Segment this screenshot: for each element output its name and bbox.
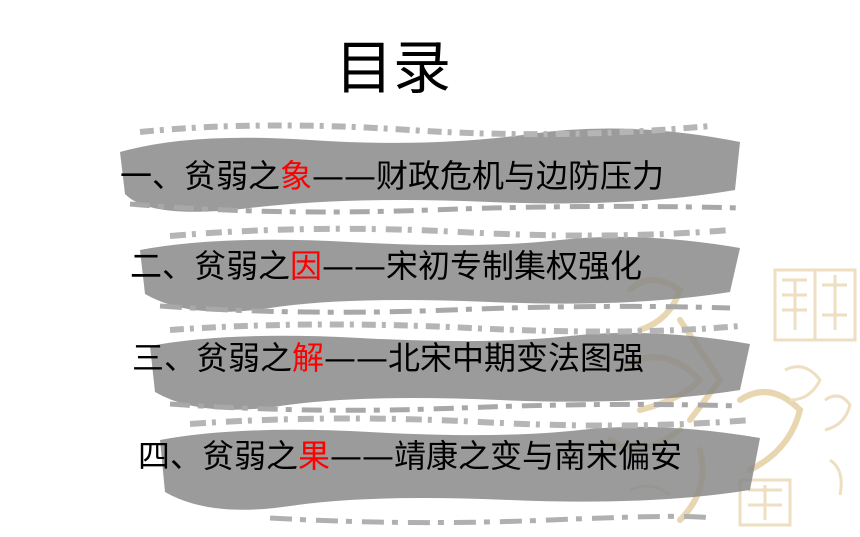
toc-item-4: 四、贫弱之果——靖康之变与南宋偏安 — [138, 436, 682, 476]
toc-item-3: 三、贫弱之解——北宋中期变法图强 — [132, 338, 644, 378]
toc-item-suffix: 财政危机与边防压力 — [376, 157, 665, 195]
toc-item-highlight: 解 — [292, 339, 325, 377]
toc-item-prefix: 二、贫弱之 — [130, 247, 291, 285]
toc-item-suffix: 宋初专制集权强化 — [386, 247, 643, 285]
toc-item-prefix: 三、贫弱之 — [132, 339, 293, 377]
brush-stroke-4 — [160, 415, 760, 526]
toc-item-prefix: 一、贫弱之 — [120, 157, 281, 195]
toc-item-dash: —— — [330, 437, 395, 475]
brush-stroke-1 — [120, 122, 741, 215]
toc-item-1: 一、贫弱之象——财政危机与边防压力 — [120, 156, 664, 196]
toc-item-dash: —— — [312, 157, 377, 195]
toc-item-suffix: 北宋中期变法图强 — [388, 339, 645, 377]
toc-item-highlight: 因 — [290, 247, 323, 285]
toc-item-suffix: 靖康之变与南宋偏安 — [394, 437, 683, 475]
toc-item-prefix: 四、贫弱之 — [138, 437, 299, 475]
toc-item-dash: —— — [324, 339, 389, 377]
toc-item-highlight: 象 — [280, 157, 313, 195]
toc-item-dash: —— — [322, 247, 387, 285]
page-title: 目录 — [334, 34, 451, 102]
toc-item-2: 二、贫弱之因——宋初专制集权强化 — [130, 246, 642, 286]
brush-stroke-2 — [140, 225, 740, 315]
toc-item-highlight: 果 — [298, 437, 331, 475]
brush-stroke-3 — [150, 321, 750, 413]
